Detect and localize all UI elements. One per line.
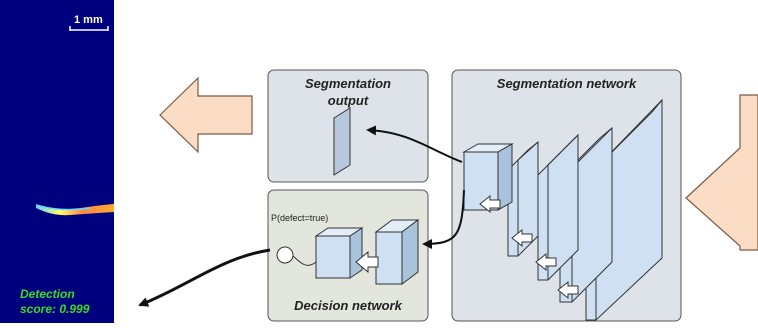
decision-conv-1 xyxy=(315,235,351,279)
to-segmentation-output-arrow xyxy=(366,125,463,163)
decision-arrow-icon xyxy=(355,250,379,274)
segmentation-output-subtitle: output xyxy=(327,93,369,108)
segmentation-layers xyxy=(462,98,663,321)
to-detection-score-arrow xyxy=(138,248,271,307)
segmentation-output-title: Segmentation xyxy=(305,76,391,91)
layer-arrow-icon xyxy=(479,194,501,214)
decision-network-title: Decision network xyxy=(294,298,402,313)
input-arrow-icon xyxy=(685,94,758,251)
decision-layers xyxy=(276,219,420,285)
segmentation-map-plane xyxy=(333,107,351,176)
to-decision-network-arrow xyxy=(422,189,465,249)
heatmap-background xyxy=(0,0,114,323)
downsample-arrows xyxy=(479,194,579,300)
heatmap-image xyxy=(0,0,114,323)
segmentation-network-title: Segmentation network xyxy=(496,76,637,91)
layer-arrow-icon xyxy=(511,228,533,248)
detection-score: score: 0.999 xyxy=(20,302,90,316)
layer-arrow-icon xyxy=(535,252,557,272)
decision-conv-2 xyxy=(375,231,403,285)
conv-layer-2 xyxy=(507,140,539,257)
output-arrow-icon xyxy=(159,76,253,154)
defect-edge xyxy=(39,205,91,211)
layer-arrow-icon xyxy=(557,280,579,300)
detection-label: Detection xyxy=(20,287,75,301)
scale-bar xyxy=(69,26,109,31)
output-neuron xyxy=(276,246,294,264)
probability-label: P(defect=true) xyxy=(271,213,329,223)
scale-label: 1 mm xyxy=(74,14,103,26)
